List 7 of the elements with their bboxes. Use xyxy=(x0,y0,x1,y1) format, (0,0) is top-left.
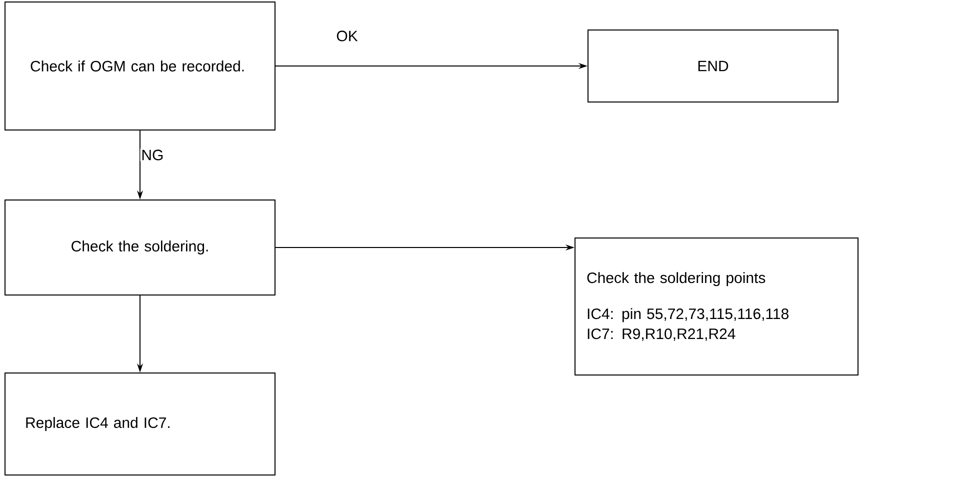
process-box: Check the soldering. xyxy=(4,200,276,296)
process-box: Replace IC4 and IC7. xyxy=(4,372,276,476)
edge-label: OK xyxy=(335,30,359,42)
note-box: Check the soldering points IC4: pin 55,72,73,115,116,118 IC7: R9,R10,R21,R24 xyxy=(574,238,858,376)
edge-label: NG xyxy=(140,148,165,162)
process-box: Check if OGM can be recorded. xyxy=(4,2,276,130)
end-box: END xyxy=(588,30,838,102)
